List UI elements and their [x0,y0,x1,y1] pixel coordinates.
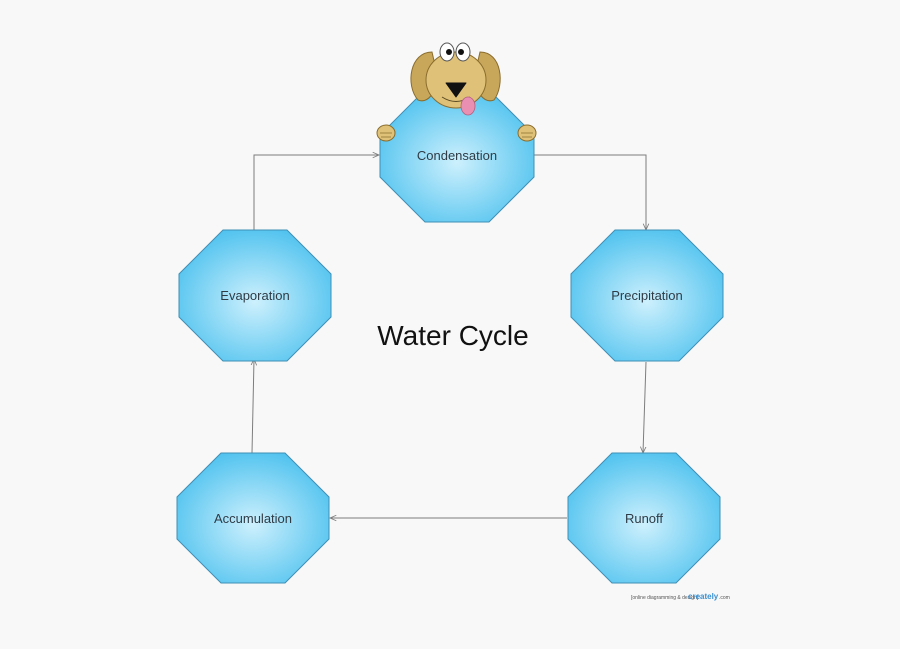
node-runoff[interactable]: Runoff [567,452,721,584]
watermark-prefix: [online diagramming & design] [631,595,699,601]
node-runoff-label: Runoff [625,511,663,526]
node-precipitation[interactable]: Precipitation [570,229,724,362]
edge-accumulation-to-evaporation[interactable] [252,359,254,454]
node-evaporation[interactable]: Evaporation [178,229,332,362]
node-condensation[interactable]: Condensation [379,89,535,223]
watermark-suffix: .com [719,595,730,601]
node-accumulation-label: Accumulation [214,511,292,526]
edge-condensation-to-precipitation[interactable] [534,154,646,230]
node-accumulation[interactable]: Accumulation [176,452,330,584]
cartoon-dog-icon [376,42,537,142]
node-evaporation-label: Evaporation [220,288,289,303]
watermark-brand: creately [688,592,719,601]
edge-precipitation-to-runoff[interactable] [643,361,647,453]
node-precipitation-label: Precipitation [611,288,683,303]
creately-watermark: [online diagramming & design] creately .… [631,592,730,601]
node-condensation-label: Condensation [417,148,497,163]
diagram-title: Water Cycle [377,320,528,351]
edge-evaporation-to-condensation[interactable] [253,155,379,230]
